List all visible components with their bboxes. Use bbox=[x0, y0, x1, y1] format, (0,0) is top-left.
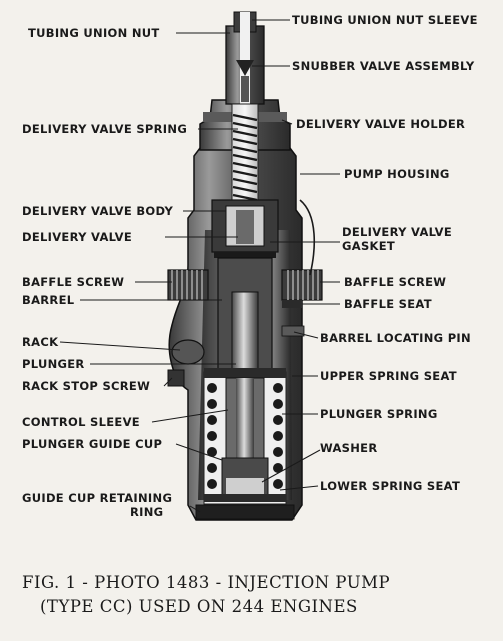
upper-spring-seat-shape bbox=[204, 368, 286, 378]
label-baffle-screw-right: BAFFLE SCREW bbox=[344, 275, 446, 289]
label-delivery-valve-body: DELIVERY VALVE BODY bbox=[22, 204, 173, 218]
right-wire bbox=[299, 199, 316, 276]
label-control-sleeve: CONTROL SLEEVE bbox=[22, 415, 140, 429]
plunger-spring-coils bbox=[207, 383, 283, 489]
delivery-valve-spring-coils bbox=[232, 113, 258, 202]
label-delivery-valve: DELIVERY VALVE bbox=[22, 230, 132, 244]
baffle-screw-left-shape bbox=[167, 269, 209, 301]
label-barrel: BARREL bbox=[22, 293, 75, 307]
label-plunger: PLUNGER bbox=[22, 357, 85, 371]
delivery-valve-gasket-shape bbox=[214, 252, 276, 258]
tube-bore bbox=[240, 12, 250, 104]
label-plunger-guide-cup: PLUNGER GUIDE CUP bbox=[22, 437, 162, 451]
label-delivery-valve-gasket-line1: DELIVERY VALVE bbox=[342, 225, 452, 239]
washer-shape bbox=[226, 478, 264, 494]
rack-stop-screw-shape bbox=[167, 369, 185, 387]
barrel-locating-pin-shape bbox=[281, 325, 305, 337]
label-delivery-valve-holder: DELIVERY VALVE HOLDER bbox=[296, 117, 465, 131]
snubber-stem bbox=[241, 76, 249, 102]
leader-lines bbox=[59, 19, 340, 513]
plunger-lower bbox=[236, 378, 254, 468]
label-guide-cup-retaining-ring-line1: GUIDE CUP RETAINING bbox=[22, 491, 172, 505]
label-barrel-locating-pin: BARREL LOCATING PIN bbox=[320, 331, 471, 345]
label-rack: RACK bbox=[22, 335, 59, 349]
guide-cup-retaining-ring-shape bbox=[195, 504, 295, 520]
label-snubber-valve-assembly: SNUBBER VALVE ASSEMBLY bbox=[292, 59, 475, 73]
label-baffle-screw-left: BAFFLE SCREW bbox=[22, 275, 124, 289]
label-baffle-seat: BAFFLE SEAT bbox=[344, 297, 432, 311]
snubber-valve-shape bbox=[236, 60, 254, 76]
label-guide-cup-retaining-ring-line2: RING bbox=[130, 505, 163, 519]
label-tubing-union-nut: TUBING UNION NUT bbox=[28, 26, 160, 40]
lower-spring-seat-shape bbox=[204, 494, 286, 502]
label-plunger-spring: PLUNGER SPRING bbox=[320, 407, 438, 421]
label-delivery-valve-spring: DELIVERY VALVE SPRING bbox=[22, 122, 187, 136]
figure-caption: FIG. 1 - PHOTO 1483 - INJECTION PUMP (TY… bbox=[22, 573, 390, 616]
rack-shape bbox=[171, 339, 205, 365]
baffle-seat-shape bbox=[282, 300, 302, 308]
label-lower-spring-seat: LOWER SPRING SEAT bbox=[320, 479, 460, 493]
label-upper-spring-seat: UPPER SPRING SEAT bbox=[320, 369, 457, 383]
label-rack-stop-screw: RACK STOP SCREW bbox=[22, 379, 150, 393]
pump-illustration bbox=[167, 11, 323, 521]
callout-labels: TUBING UNION NUT SLEEVE TUBING UNION NUT… bbox=[22, 13, 478, 519]
delivery-valve-core bbox=[236, 210, 254, 244]
caption-line-1: FIG. 1 - PHOTO 1483 - INJECTION PUMP bbox=[22, 573, 390, 592]
baffle-screw-right-shape bbox=[281, 269, 323, 301]
label-pump-housing: PUMP HOUSING bbox=[344, 167, 450, 181]
label-delivery-valve-gasket-line2: GASKET bbox=[342, 239, 395, 253]
label-washer: WASHER bbox=[320, 441, 378, 455]
label-tubing-union-nut-sleeve: TUBING UNION NUT SLEEVE bbox=[292, 13, 478, 27]
caption-line-2: (TYPE CC) USED ON 244 ENGINES bbox=[40, 597, 358, 616]
